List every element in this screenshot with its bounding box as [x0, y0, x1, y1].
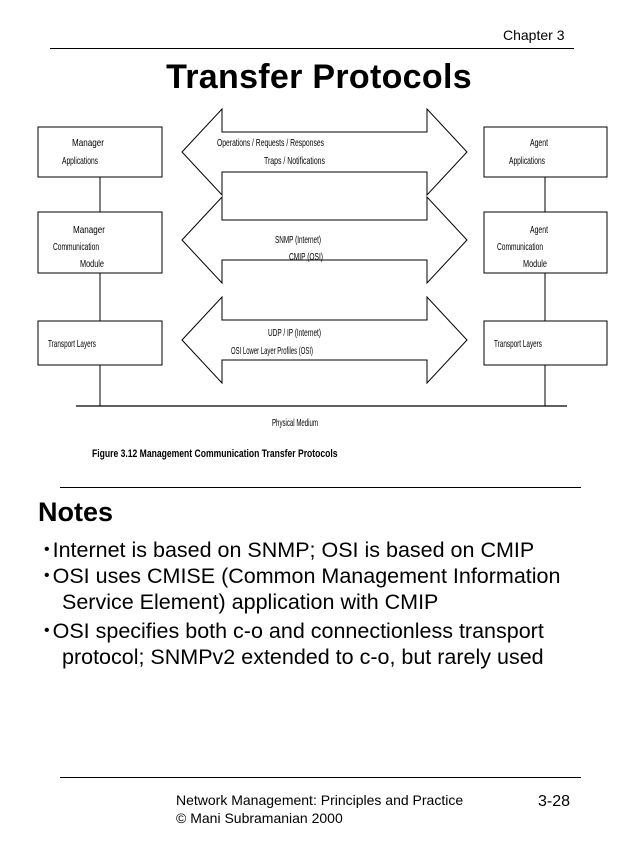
- note-3-line1: OSI specifies both c-o and connectionles…: [52, 619, 544, 643]
- bullet-icon: •: [44, 622, 50, 639]
- footer-book-title: Network Management: Principles and Pract…: [176, 792, 464, 808]
- footer-rule: [60, 777, 581, 778]
- arrow3-line2: OSI Lower Layer Profiles (OSI): [231, 345, 313, 357]
- note-2-line2: Service Element) application with CMIP: [62, 590, 439, 614]
- manager-comm-line1: Manager: [73, 224, 105, 236]
- agent-comm-line1: Agent: [530, 224, 548, 236]
- agent-apps-line1: Agent: [530, 137, 548, 149]
- note-1-line1: Internet is based on SNMP; OSI is based …: [52, 538, 535, 562]
- note-bullet-1: •Internet is based on SNMP; OSI is based…: [44, 537, 534, 563]
- page-title: Transfer Protocols: [166, 58, 472, 96]
- physical-medium-label: Physical Medium: [272, 417, 318, 429]
- note-bullet-3: •OSI specifies both c-o and connectionle…: [44, 618, 544, 644]
- note-2-line1: OSI uses CMISE (Common Management Inform…: [52, 564, 561, 588]
- double-arrow-communication: [181, 195, 468, 285]
- arrow1-line1: Operations / Requests / Responses: [217, 137, 324, 149]
- agent-comm-line3: Module: [523, 258, 547, 270]
- note-3-line2: protocol; SNMPv2 extended to c-o, but ra…: [62, 645, 544, 669]
- footer-copyright: © Mani Subramanian 2000: [176, 810, 343, 826]
- arrow2-line2: CMIP (OSI): [289, 251, 323, 263]
- bullet-icon: •: [44, 541, 50, 558]
- agent-applications-box: [483, 126, 608, 178]
- figure-caption: Figure 3.12 Management Communication Tra…: [92, 448, 338, 460]
- manager-apps-line1: Manager: [72, 137, 104, 149]
- agent-transport-label: Transport Layers: [494, 338, 542, 350]
- agent-comm-line2: Communication: [497, 241, 543, 253]
- manager-comm-line3: Module: [80, 258, 104, 270]
- double-arrow-transport: [181, 295, 468, 385]
- double-arrow-applications: [181, 107, 468, 197]
- arrow3-line1: UDP / IP (Internet): [268, 327, 321, 339]
- notes-heading: Notes: [38, 497, 114, 527]
- transfer-protocols-diagram: Manager Applications Agent Applications …: [37, 107, 608, 429]
- manager-apps-line2: Applications: [62, 155, 98, 167]
- note-bullet-2: •OSI uses CMISE (Common Management Infor…: [44, 563, 560, 589]
- chapter-label: Chapter 3: [503, 27, 565, 43]
- page-number: 3-28: [538, 793, 571, 810]
- arrow1-line2: Traps / Notifications: [264, 155, 325, 167]
- manager-comm-line2: Communication: [53, 241, 99, 253]
- header-rule: [50, 48, 574, 49]
- notes-rule-top: [60, 487, 581, 488]
- arrow2-line1: SNMP (Internet): [275, 234, 321, 246]
- agent-apps-line2: Applications: [509, 155, 545, 167]
- manager-applications-box: [37, 126, 163, 178]
- manager-transport-label: Transport Layers: [48, 338, 96, 350]
- bullet-icon: •: [44, 567, 50, 584]
